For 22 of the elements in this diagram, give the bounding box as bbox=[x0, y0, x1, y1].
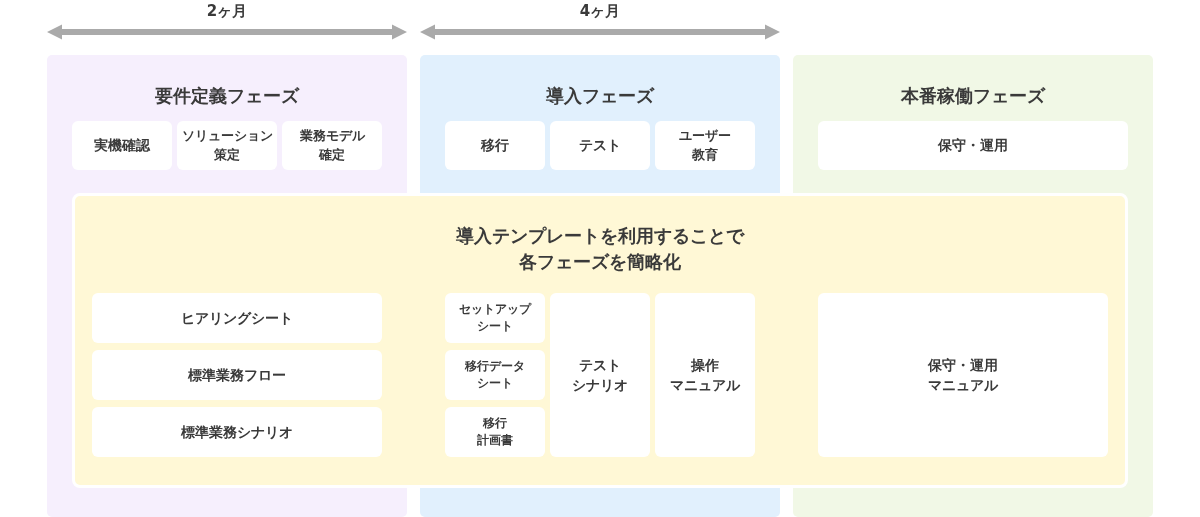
dimension-line: 4ヶ月 bbox=[420, 0, 780, 40]
dimension-line: 2ヶ月 bbox=[47, 0, 407, 40]
template-box: テストシナリオ bbox=[550, 293, 650, 457]
template-box: 移行データシート bbox=[445, 350, 545, 400]
template-box: 操作マニュアル bbox=[655, 293, 755, 457]
template-box: 標準業務シナリオ bbox=[92, 407, 382, 457]
task-box: ソリューション策定 bbox=[177, 121, 277, 170]
template-box: 保守・運用マニュアル bbox=[818, 293, 1108, 457]
task-box: 実機確認 bbox=[72, 121, 172, 170]
task-box: 保守・運用 bbox=[818, 121, 1128, 170]
phase-title: 要件定義フェーズ bbox=[155, 84, 299, 108]
template-box: セットアップシート bbox=[445, 293, 545, 343]
template-box: 移行計画書 bbox=[445, 407, 545, 457]
task-box: テスト bbox=[550, 121, 650, 170]
template-box: 標準業務フロー bbox=[92, 350, 382, 400]
phase-title: 本番稼働フェーズ bbox=[901, 84, 1045, 108]
template-box: ヒアリングシート bbox=[92, 293, 382, 343]
task-box: ユーザー教育 bbox=[655, 121, 755, 170]
phase-title: 導入フェーズ bbox=[546, 84, 654, 108]
template-title: 導入テンプレートを利用することで各フェーズを簡略化 bbox=[456, 224, 744, 274]
task-box: 移行 bbox=[445, 121, 545, 170]
task-box: 業務モデル確定 bbox=[282, 121, 382, 170]
